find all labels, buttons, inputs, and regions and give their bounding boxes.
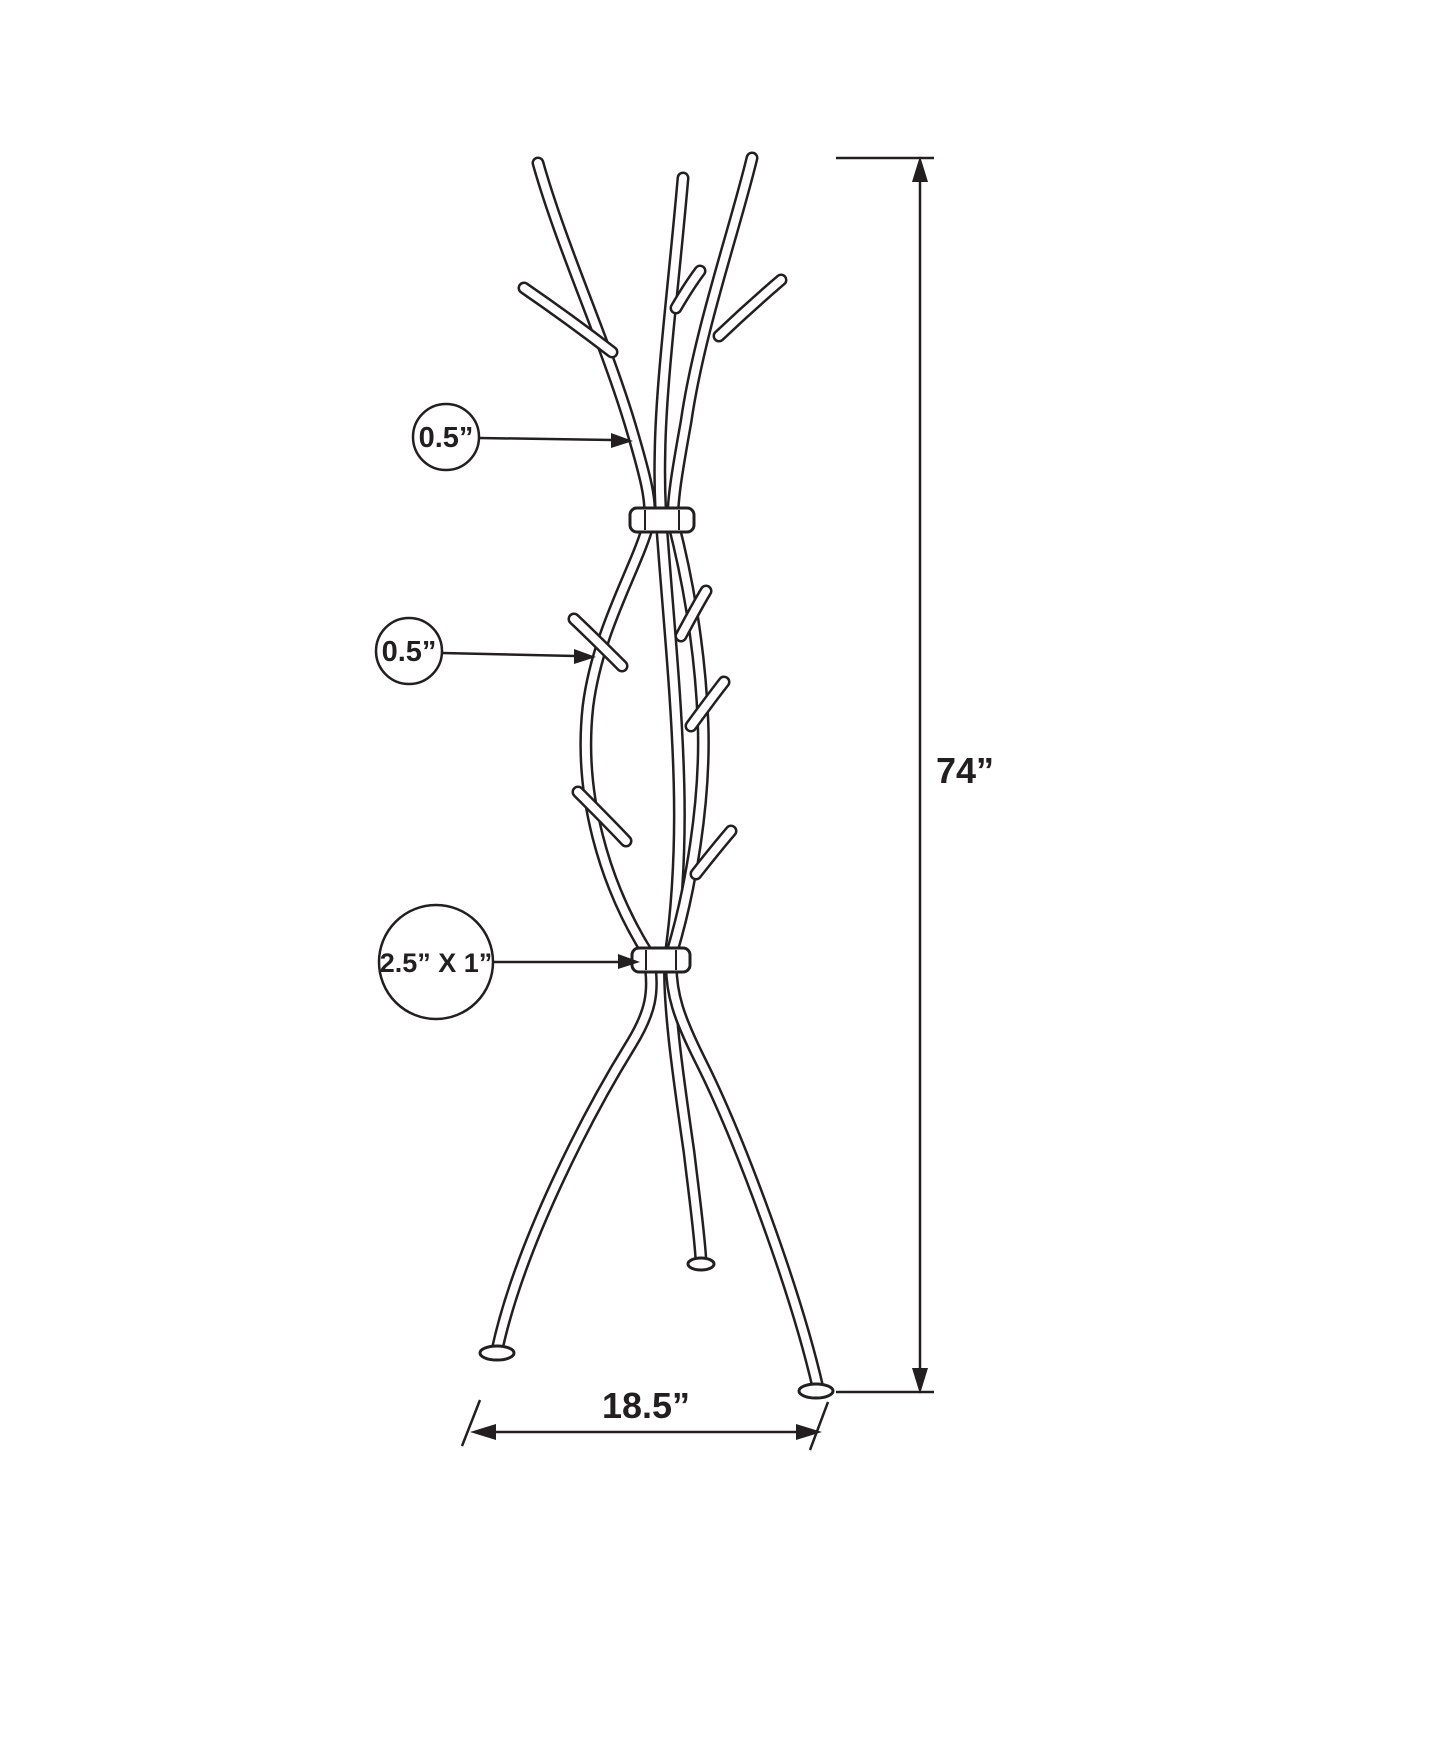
callout-circle [411, 402, 481, 472]
callout-collar: 2.5” X 1” [377, 903, 640, 1021]
height-arrow-up-icon [912, 156, 928, 182]
width-arrow-left-icon [470, 1424, 496, 1440]
coat-rack-drawing [478, 158, 835, 1400]
rack-foot-right [797, 1382, 835, 1400]
width-dimension-label: 18.5” [602, 1385, 690, 1426]
rack-top-hook-right [719, 280, 781, 336]
rack-pole-left [497, 163, 651, 1350]
callout-leader-line [478, 436, 613, 442]
callout-hook-middle: 0.5” [374, 616, 596, 686]
height-arrow-down-icon [912, 1368, 928, 1394]
callout-hook-upper: 0.5” [411, 402, 633, 472]
callout-circle [374, 616, 444, 686]
width-dimension: 18.5” [460, 1385, 830, 1451]
callout-label: 2.5” X 1” [380, 948, 493, 978]
rack-foot-middle [686, 1256, 716, 1272]
width-extension-right [808, 1401, 830, 1451]
callout-label: 0.5” [419, 422, 474, 454]
rack-foot-left [478, 1344, 516, 1362]
width-extension-left [460, 1399, 482, 1447]
rack-collar-upper [628, 506, 696, 534]
width-arrow-right-icon [796, 1424, 822, 1440]
rack-collar-lower [630, 946, 692, 974]
callout-arrow-icon [611, 433, 633, 448]
callout-arrow-icon [574, 649, 596, 664]
callout-arrow-icon [618, 954, 640, 969]
callout-leader-line [441, 651, 576, 658]
height-dimension: 74” [836, 156, 994, 1394]
callout-label: 0.5” [382, 636, 437, 668]
height-dimension-label: 74” [936, 750, 994, 791]
